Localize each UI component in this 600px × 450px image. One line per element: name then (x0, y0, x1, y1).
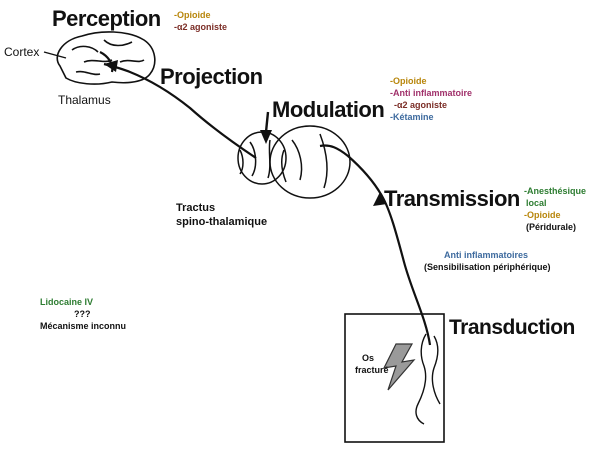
stage-perception: Perception (52, 6, 161, 31)
fracture-lightning-icon (382, 343, 416, 391)
brain-illustration (56, 31, 156, 85)
peripheral-nerve-fiber (319, 144, 432, 346)
drug-lidocaine-mechanism: Mécanisme inconnu (40, 321, 127, 331)
drug-modulation-ketamine: -Kétamine (390, 112, 434, 122)
modulation-arrow-shaft (264, 111, 270, 133)
cortex-pointer-line (43, 51, 67, 59)
stage-projection: Projection (160, 64, 263, 89)
drug-perception-opioid: -Opioide (174, 10, 211, 20)
ascending-fiber (103, 62, 257, 159)
drug-transmission-opioid: -Opioide (524, 210, 561, 220)
label-fracture-line1: Os (362, 353, 375, 363)
transmission-arrowhead (373, 192, 387, 206)
stage-transduction: Transduction (449, 316, 575, 339)
drug-lidocaine-title: Lidocaine IV (40, 297, 94, 307)
stage-modulation: Modulation (272, 97, 385, 122)
drug-modulation-alpha2: -α2 agoniste (394, 100, 448, 110)
bone-illustration (415, 333, 441, 425)
transduction-box (344, 313, 445, 443)
label-cortex: Cortex (4, 45, 40, 59)
modulation-arrowhead (260, 130, 272, 144)
drug-transmission-local: local (526, 198, 547, 208)
drug-transmission-anesthetic: -Anesthésique (524, 186, 587, 196)
label-tract-line2: spino-thalamique (176, 216, 268, 228)
drug-modulation-opioid: -Opioide (390, 76, 427, 86)
drug-perception-alpha2: -α2 agoniste (174, 22, 228, 32)
drug-transmission-epidural: (Péridurale) (526, 222, 577, 232)
drug-peripheral-sub: (Sensibilisation périphérique) (424, 262, 551, 272)
drug-modulation-antiinflammatory: -Anti inflammatoire (390, 88, 473, 98)
projection-arrowhead (104, 60, 118, 72)
drug-peripheral-title: Anti inflammatoires (444, 250, 529, 260)
stage-transmission: Transmission (384, 186, 520, 211)
label-tract-line1: Tractus (176, 202, 216, 214)
label-thalamus: Thalamus (58, 93, 111, 107)
spinal-cord-illustration (237, 125, 351, 199)
drug-lidocaine-unknown: ??? (74, 309, 91, 319)
label-fracture-line2: fracturé (355, 365, 389, 375)
